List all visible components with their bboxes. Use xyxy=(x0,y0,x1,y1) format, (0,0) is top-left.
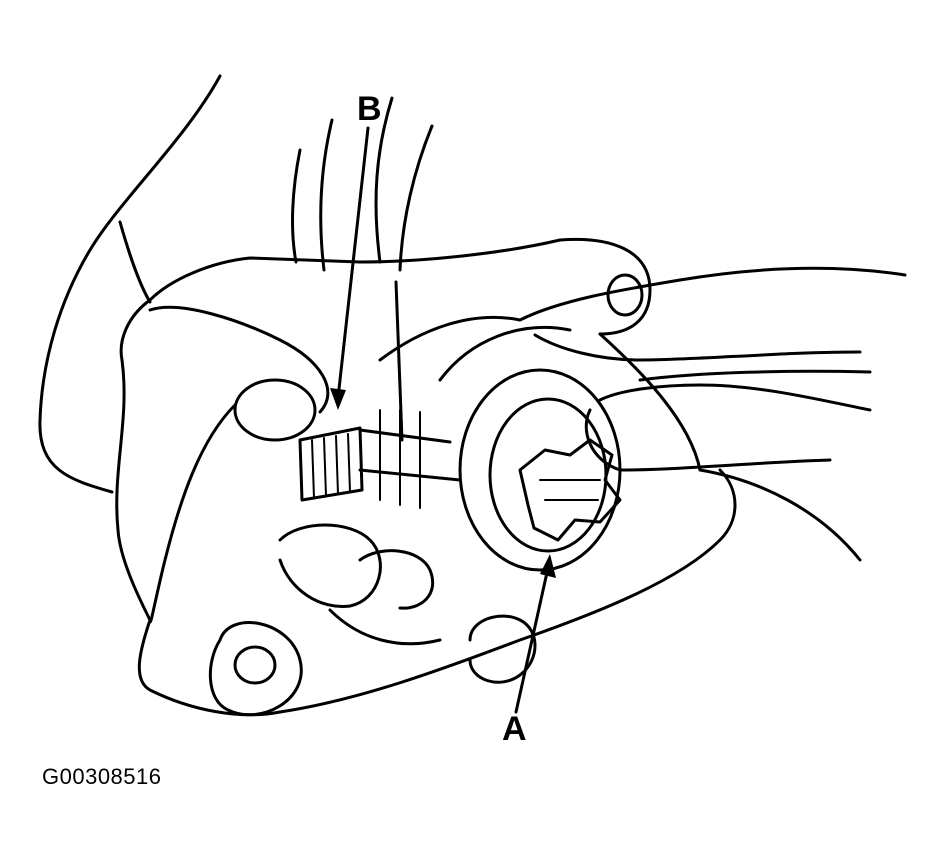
figure-id: G00308516 xyxy=(42,764,162,789)
callout-label-a: A xyxy=(502,710,527,748)
starter-housing xyxy=(115,237,737,717)
drive-shaft-bore xyxy=(358,315,622,572)
right-hand-outline xyxy=(518,266,907,562)
left-hand-front xyxy=(148,305,537,684)
callout-leaders xyxy=(330,126,556,714)
splined-shaft xyxy=(298,426,364,502)
callout-label-b: B xyxy=(357,90,382,128)
left-hand-outline xyxy=(38,74,434,494)
pinion-gear xyxy=(518,438,622,542)
